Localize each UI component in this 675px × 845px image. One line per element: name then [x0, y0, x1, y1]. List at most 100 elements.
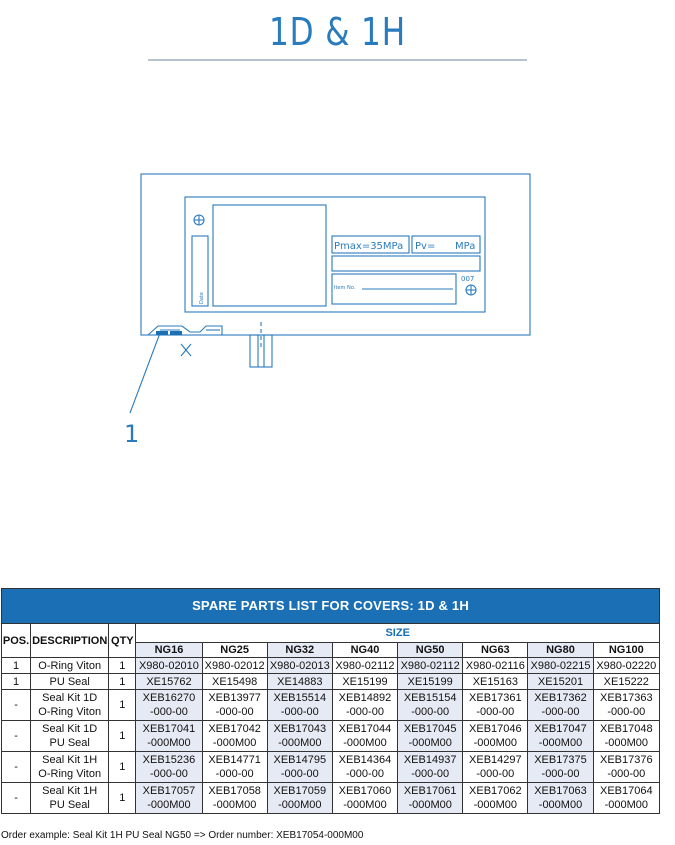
- part-number-main: XEB14297: [469, 754, 522, 766]
- part-number-main: XEB15514: [273, 692, 327, 704]
- spare-parts-table: SPARE PARTS LIST FOR COVERS: 1D & 1H POS…: [0, 588, 661, 814]
- row-qty: 1: [108, 673, 137, 690]
- part-number-main: XE15163: [472, 675, 518, 688]
- row-description: PU Seal: [30, 673, 110, 690]
- part-number-suffix: -000-00: [476, 706, 515, 718]
- row-pos: 1: [0, 673, 32, 690]
- row-qty: 1: [108, 720, 137, 752]
- part-number: XEB14771-000-00: [201, 751, 268, 783]
- plate-pv-box: [411, 235, 481, 254]
- part-number-main: XEB17063: [534, 785, 587, 797]
- part-number-suffix: -000-00: [476, 768, 515, 780]
- part-number: XEB13977-000-00: [201, 689, 268, 721]
- plate-code-label: 007: [461, 275, 474, 283]
- part-number-main: X980-02010: [138, 659, 199, 672]
- part-number-suffix: -000M00: [343, 799, 387, 811]
- part-number: X980-02012: [201, 657, 268, 674]
- callout-number: 1: [124, 420, 140, 448]
- part-number: XEB14795-000-00: [266, 751, 333, 783]
- description-line: PU Seal: [49, 737, 90, 749]
- part-number-main: XEB14892: [338, 692, 392, 704]
- size-header: NG32: [266, 642, 333, 658]
- part-number-main: X980-02220: [596, 659, 657, 672]
- part-number: XEB17361 -000-00: [462, 689, 529, 721]
- title-divider: [148, 59, 527, 61]
- part-number-suffix: -000M00: [538, 737, 583, 749]
- description-line: Seal Kit 1H: [42, 754, 98, 766]
- bottom-fitting: [249, 334, 273, 368]
- part-number-suffix: -000M00: [212, 737, 257, 749]
- header-qty: QTY: [108, 623, 137, 658]
- header-pos: POS.: [0, 623, 32, 658]
- part-number: XEB14937-000-00: [397, 751, 464, 783]
- size-header: NG100: [592, 642, 661, 658]
- plate-item-box: [331, 273, 457, 305]
- part-number: X980-02220: [592, 657, 661, 674]
- description-line: O-Ring Viton: [38, 706, 102, 718]
- part-number-suffix: -000M00: [408, 737, 452, 749]
- part-number-main: XEB17363: [599, 692, 653, 704]
- part-number: XEB17044-000M00: [331, 720, 399, 752]
- part-number: XE15199: [397, 673, 464, 690]
- part-number: XEB17362-000-00: [527, 689, 594, 721]
- part-number-main: XEB16270: [142, 692, 196, 704]
- part-number-main: X980-02116: [465, 659, 525, 672]
- part-number: X980-02116: [462, 657, 529, 674]
- part-number-suffix: -000-00: [607, 768, 646, 780]
- part-number: XE15222: [592, 673, 661, 690]
- part-number: XEB15154-000-00: [397, 689, 464, 721]
- part-number-main: XEB17048: [599, 723, 653, 735]
- part-number-suffix: -000M00: [343, 737, 387, 749]
- part-number-main: XEB14771: [208, 754, 261, 766]
- part-number: XEB17048-000M00: [592, 720, 661, 752]
- part-number-main: XEB17361: [469, 692, 522, 704]
- cover-drawing: Pmax=35MPa Pv= MPa Item No. 007 Date: [129, 173, 531, 414]
- part-number-main: XEB17059: [273, 785, 327, 797]
- page-title: 1D & 1H: [269, 10, 406, 54]
- part-number: XE14883: [266, 673, 333, 690]
- part-number: XEB14297 -000-00: [462, 751, 529, 783]
- part-number: XEB17058-000M00: [201, 782, 268, 814]
- part-number-suffix: -000M00: [147, 799, 191, 811]
- part-number-main: XEB17062: [469, 785, 522, 797]
- part-number-main: XE14883: [277, 675, 323, 688]
- part-number-suffix: -000M00: [212, 799, 257, 811]
- spare-parts-table-wrap: SPARE PARTS LIST FOR COVERS: 1D & 1H POS…: [0, 588, 661, 814]
- part-number: XEB17063-000M00: [527, 782, 594, 814]
- header-size: SIZE: [135, 623, 660, 643]
- part-number-suffix: -000-00: [149, 706, 188, 718]
- plate-pv-unit: MPa: [455, 241, 475, 252]
- part-number: XEB17375-000-00: [527, 751, 594, 783]
- part-number: XE15199: [331, 673, 399, 690]
- description-line: O-Ring Viton: [38, 659, 102, 672]
- part-number-main: XEB17376: [599, 754, 653, 766]
- part-number-main: XE15201: [537, 675, 584, 688]
- part-number-suffix: -000-00: [411, 706, 450, 718]
- part-number-suffix: -000-00: [541, 768, 580, 780]
- part-number: XEB17041-000M00: [135, 720, 203, 752]
- plate-date-box: [191, 235, 209, 307]
- callout-leader: [129, 332, 161, 414]
- table-banner: SPARE PARTS LIST FOR COVERS: 1D & 1H: [1, 588, 660, 624]
- part-number-main: XE15762: [146, 675, 192, 688]
- part-number-suffix: -000M00: [408, 799, 452, 811]
- part-number-main: XEB14937: [403, 754, 457, 766]
- part-number-suffix: -000-00: [541, 706, 580, 718]
- part-number: XEB17043-000M00: [266, 720, 333, 752]
- part-number: X980-02112: [331, 657, 399, 674]
- description-line: PU Seal: [49, 799, 90, 811]
- part-number: XEB17045-000M00: [397, 720, 464, 752]
- part-number-main: X980-02112: [400, 659, 460, 672]
- part-number: XEB17376 -000-00: [592, 751, 661, 783]
- part-number: XE15163: [462, 673, 529, 690]
- part-number-main: X980-02112: [335, 659, 395, 672]
- part-number-suffix: -000-00: [346, 768, 384, 780]
- part-number: XEB17046-000M00: [462, 720, 529, 752]
- size-header: NG25: [201, 642, 268, 658]
